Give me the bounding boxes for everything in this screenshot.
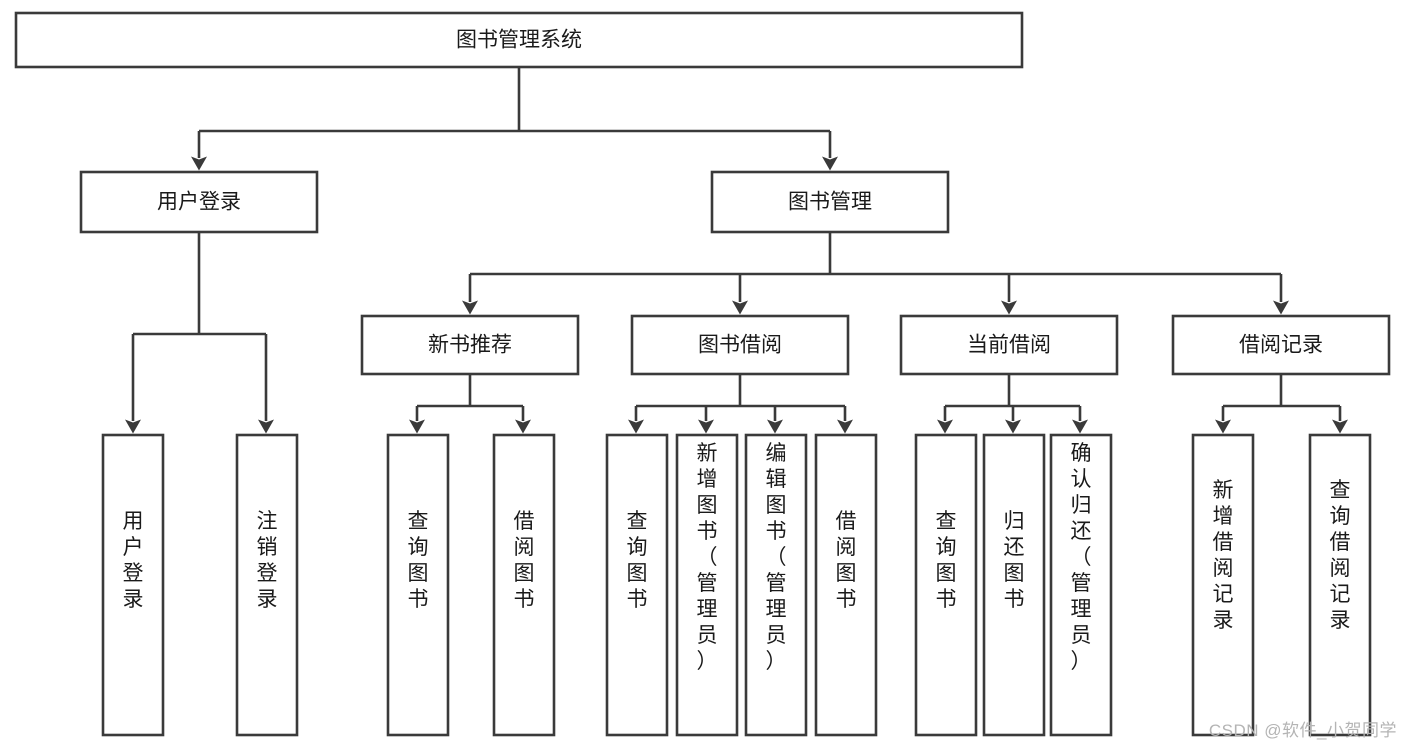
node-book-borrow-label: 图书借阅 — [698, 334, 782, 357]
node-user-login-label: 用户登录 — [157, 191, 241, 214]
node-leaf-borrow-book-2-label: 借阅图书 — [836, 510, 857, 611]
node-leaf-borrow-book-1-box[interactable] — [492, 433, 556, 737]
node-leaf-query-book-1[interactable]: 查询图书 — [386, 433, 450, 737]
node-borrow-record-label: 借阅记录 — [1239, 334, 1323, 357]
node-borrow-record-box[interactable] — [1171, 314, 1391, 376]
node-root-label: 图书管理系统 — [456, 29, 582, 52]
connector-group-root — [191, 67, 838, 171]
node-current-borrow-box[interactable] — [899, 314, 1119, 376]
node-root-box[interactable] — [14, 11, 1024, 69]
node-leaf-query-book-1-box[interactable] — [386, 433, 450, 737]
node-leaf-borrow-book-1[interactable]: 借阅图书 — [492, 433, 556, 737]
node-leaf-query-book-2-box[interactable] — [605, 433, 669, 737]
node-leaf-logout-box[interactable] — [235, 433, 299, 737]
node-new-book-recommend-label: 新书推荐 — [428, 334, 512, 357]
connector-group-new-book-rec — [409, 374, 531, 434]
node-leaf-user-login-label: 用户登录 — [123, 510, 144, 611]
node-leaf-add-borrow-record-label: 新增借阅记录 — [1213, 479, 1234, 632]
node-leaf-user-login-box[interactable] — [101, 433, 165, 737]
node-new-book-recommend[interactable]: 新书推荐 — [360, 314, 580, 376]
node-leaf-confirm-return-admin[interactable]: 确认归还（管理员） — [1049, 433, 1113, 737]
node-book-borrow-box[interactable] — [630, 314, 850, 376]
node-leaf-query-book-1-label: 查询图书 — [408, 510, 429, 611]
node-leaf-borrow-book-1-label: 借阅图书 — [514, 510, 535, 611]
node-leaf-confirm-return-admin-box[interactable] — [1049, 433, 1113, 737]
node-leaf-add-book-admin-label: 新增图书（管理员） — [697, 442, 718, 673]
node-leaf-query-borrow-record-box[interactable] — [1308, 433, 1372, 737]
node-leaf-logout-label: 注销登录 — [257, 510, 278, 611]
node-leaf-borrow-book-2[interactable]: 借阅图书 — [814, 433, 878, 737]
node-book-management-box[interactable] — [710, 170, 950, 234]
node-leaf-add-book-admin[interactable]: 新增图书（管理员） — [675, 433, 739, 737]
node-leaf-query-book-3-box[interactable] — [914, 433, 978, 737]
node-leaf-query-borrow-record-label: 查询借阅记录 — [1330, 479, 1351, 632]
node-leaf-query-borrow-record[interactable]: 查询借阅记录 — [1308, 433, 1372, 737]
node-user-login[interactable]: 用户登录 — [79, 170, 319, 234]
node-leaf-return-book-box[interactable] — [982, 433, 1046, 737]
node-leaf-confirm-return-admin-label: 确认归还（管理员） — [1071, 442, 1092, 673]
connector-group-book-mgmt — [462, 232, 1289, 315]
node-leaf-edit-book-admin[interactable]: 编辑图书（管理员） — [744, 433, 808, 737]
node-new-book-recommend-box[interactable] — [360, 314, 580, 376]
node-leaf-borrow-book-2-box[interactable] — [814, 433, 878, 737]
node-leaf-logout[interactable]: 注销登录 — [235, 433, 299, 737]
node-current-borrow[interactable]: 当前借阅 — [899, 314, 1119, 376]
node-book-management[interactable]: 图书管理 — [710, 170, 950, 234]
node-leaf-add-book-admin-box[interactable] — [675, 433, 739, 737]
node-leaf-return-book[interactable]: 归还图书 — [982, 433, 1046, 737]
node-leaf-add-borrow-record-box[interactable] — [1191, 433, 1255, 737]
connector-group-borrow-record — [1215, 374, 1348, 434]
node-leaf-query-book-2[interactable]: 查询图书 — [605, 433, 669, 737]
node-leaf-edit-book-admin-label: 编辑图书（管理员） — [766, 442, 787, 673]
node-leaf-query-book-2-label: 查询图书 — [627, 510, 648, 611]
node-leaf-query-book-3[interactable]: 查询图书 — [914, 433, 978, 737]
node-current-borrow-label: 当前借阅 — [967, 334, 1051, 357]
node-borrow-record[interactable]: 借阅记录 — [1171, 314, 1391, 376]
node-leaf-add-borrow-record[interactable]: 新增借阅记录 — [1191, 433, 1255, 737]
node-leaf-user-login[interactable]: 用户登录 — [101, 433, 165, 737]
node-leaf-edit-book-admin-box[interactable] — [744, 433, 808, 737]
node-leaf-query-book-3-label: 查询图书 — [936, 510, 957, 611]
connector-group-book-borrow — [628, 374, 853, 434]
csdn-watermark: CSDN @软件_小贺同学 — [1208, 721, 1397, 740]
node-book-management-label: 图书管理 — [788, 191, 872, 214]
node-leaf-return-book-label: 归还图书 — [1004, 510, 1025, 611]
connector-group-current-borrow — [937, 374, 1088, 434]
connector-group-user-login — [125, 232, 274, 434]
node-book-borrow[interactable]: 图书借阅 — [630, 314, 850, 376]
node-root-system[interactable]: 图书管理系统 — [14, 11, 1024, 69]
node-user-login-box[interactable] — [79, 170, 319, 234]
